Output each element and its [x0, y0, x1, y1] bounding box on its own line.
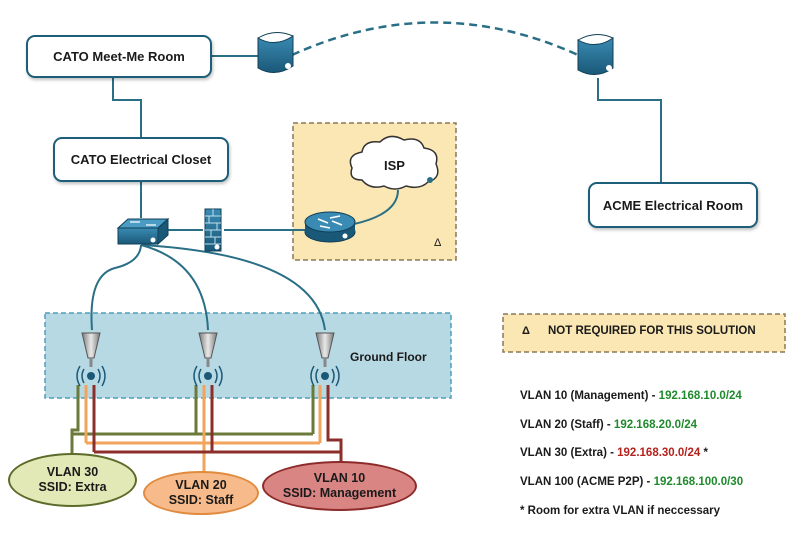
ssid-line-mgmt-ap3	[326, 385, 343, 465]
ssid-staff-ellipse: VLAN 20 SSID: Staff	[143, 471, 259, 515]
wireless-p2p-link	[291, 21, 579, 57]
vlan-10-label: VLAN 10 (Management) -	[520, 390, 659, 402]
ssid-extra-vlan: VLAN 30	[46, 465, 99, 479]
access-point-icon	[76, 332, 106, 387]
switch-icon	[116, 217, 170, 246]
vlan-20-label: VLAN 20 (Staff) -	[520, 419, 614, 431]
access-point-icon	[193, 332, 223, 387]
ssid-extra-ellipse: VLAN 30 SSID: Extra	[8, 453, 137, 507]
network-links	[90, 55, 662, 331]
vlan-footnote: * Room for extra VLAN if neccessary	[520, 505, 721, 517]
delta-symbol: Δ	[434, 237, 442, 249]
link-switch-ap2	[140, 244, 209, 331]
vlan-30-subnet: 192.168.30.0/24	[617, 447, 701, 459]
vlan-10-subnet: 192.168.10.0/24	[658, 390, 742, 402]
meet-me-room-box: CATO Meet-Me Room	[26, 35, 212, 78]
ground-floor-zone	[44, 312, 452, 399]
ground-floor-label: Ground Floor	[350, 350, 427, 364]
ssid-management-name: SSID: Management	[282, 486, 397, 500]
ssid-line-extra	[70, 385, 80, 463]
vlan-30-label: VLAN 30 (Extra) -	[520, 447, 618, 459]
link-switch-ap1	[90, 244, 142, 331]
vlan-100-line: VLAN 100 (ACME P2P) - 192.168.100.0/30	[520, 476, 743, 488]
vlan-100-label: VLAN 100 (ACME P2P) -	[520, 476, 654, 488]
link-meetme-closet	[112, 78, 142, 137]
ssid-extra-name: SSID: Extra	[38, 480, 107, 494]
access-point-icon	[310, 332, 340, 387]
notice-text: NOT REQUIRED FOR THIS SOLUTION	[548, 325, 756, 337]
ssid-staff-vlan: VLAN 20	[175, 478, 227, 492]
ssid-links	[70, 385, 343, 475]
router-icon	[304, 211, 356, 243]
ssid-management-ellipse: VLAN 10 SSID: Management	[262, 461, 417, 511]
firewall-icon	[204, 208, 222, 252]
ssid-management-vlan: VLAN 10	[313, 471, 366, 485]
notice-box	[502, 313, 786, 353]
cloud-icon	[349, 135, 439, 190]
isp-label: ISP	[384, 158, 405, 173]
radio-transceiver-icon	[577, 34, 614, 75]
vlan-20-line: VLAN 20 (Staff) - 192.168.20.0/24	[520, 419, 697, 431]
vlan-30-line: VLAN 30 (Extra) - 192.168.30.0/24 *	[520, 447, 708, 459]
vlan-10-line: VLAN 10 (Management) - 192.168.10.0/24	[520, 390, 742, 402]
acme-electrical-room-box: ACME Electrical Room	[588, 182, 758, 228]
electrical-closet-box: CATO Electrical Closet	[53, 137, 229, 182]
link-radio-acme	[597, 78, 662, 182]
vlan-30-suffix: *	[700, 447, 708, 459]
notice-delta-symbol: Δ	[522, 325, 530, 337]
vlan-20-subnet: 192.168.20.0/24	[613, 419, 698, 431]
ssid-staff-name: SSID: Staff	[168, 493, 234, 507]
link-switch-ap3	[140, 244, 326, 331]
link-router-isp	[353, 189, 399, 225]
radio-transceiver-icon	[257, 32, 294, 73]
vlan-100-subnet: 192.168.100.0/30	[653, 476, 744, 488]
